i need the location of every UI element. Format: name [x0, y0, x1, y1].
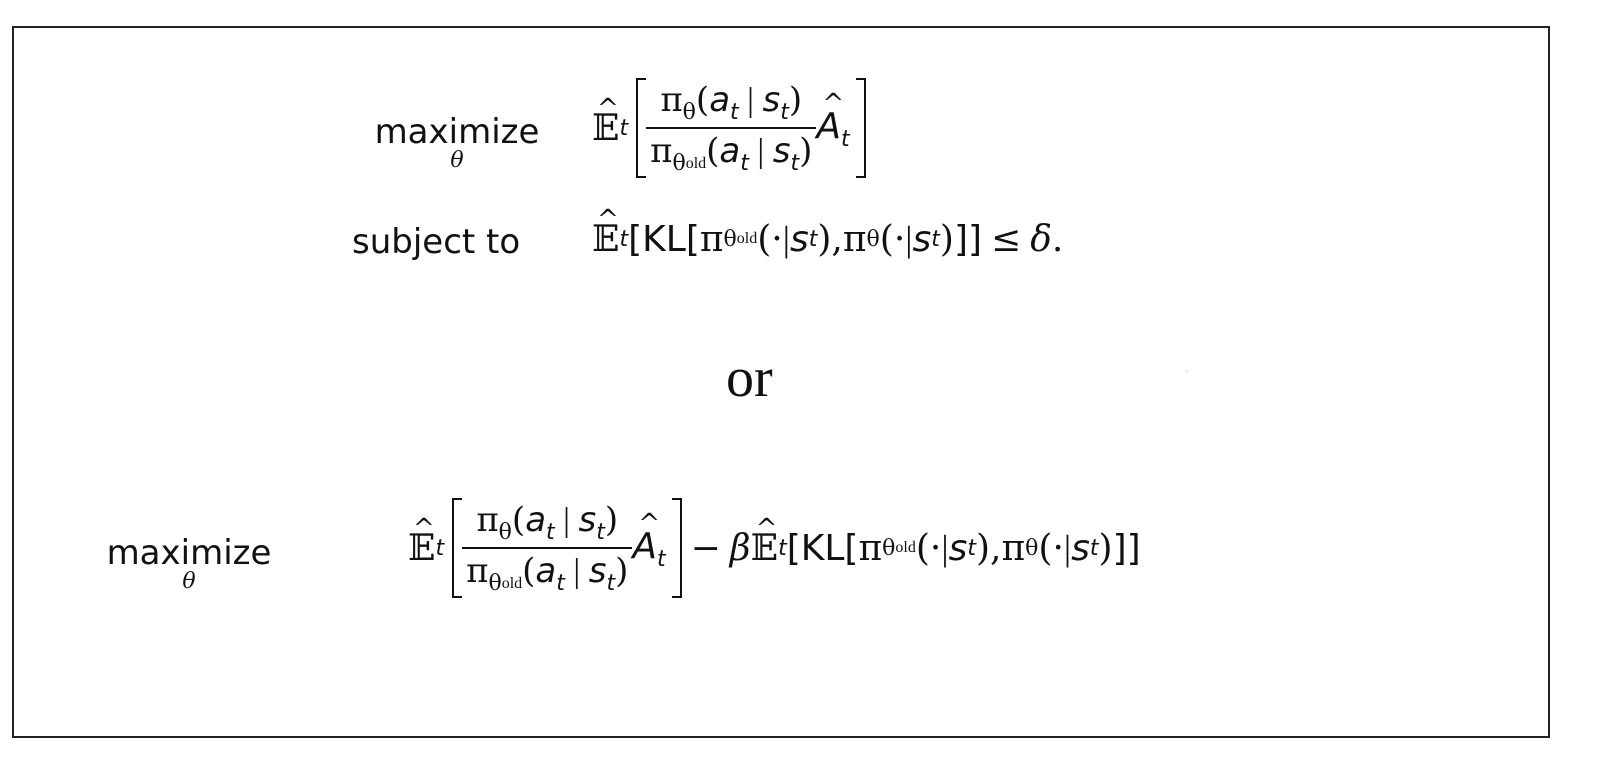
equation-frame — [12, 26, 1550, 738]
or-connector: or — [726, 347, 773, 409]
left-bracket — [452, 498, 463, 598]
fraction-bar — [462, 547, 633, 549]
probability-ratio: πθ(at | st) πθold(at | st) — [646, 80, 817, 176]
maximize-word-1: maximize — [374, 112, 540, 152]
maximize-subscript-1: θ — [450, 148, 464, 173]
probability-ratio: πθ(at | st) πθold(at | st) — [462, 500, 633, 596]
ratio-denominator: πθold(at | st) — [466, 551, 629, 596]
expectation-symbol: 𝔼^ — [592, 204, 620, 260]
maximize-operator-2: maximize θ — [96, 533, 282, 594]
maximize-operator-1: maximize θ — [362, 112, 552, 173]
advantage-term: A^t — [816, 88, 850, 152]
ratio-numerator: πθ(at | st) — [660, 80, 803, 125]
right-bracket — [855, 78, 866, 178]
ratio-denominator: πθold(at | st) — [650, 131, 813, 176]
left-bracket — [636, 78, 647, 178]
maximize-subscript-2: θ — [182, 569, 196, 594]
expectation-symbol: 𝔼^ — [750, 513, 779, 569]
fraction-bar — [646, 127, 817, 129]
expectation-symbol: 𝔼^ — [592, 93, 620, 149]
right-bracket — [671, 498, 682, 598]
minus-sign: − — [690, 527, 721, 569]
expectation-symbol: 𝔼^ — [408, 513, 436, 569]
ratio-numerator: πθ(at | st) — [476, 500, 619, 545]
beta-coefficient: β — [729, 527, 751, 569]
subscript-t: t — [619, 115, 629, 141]
objective-expression-1: 𝔼^t πθ(at | st) πθold(at | st) A^t — [592, 78, 866, 178]
kl-divergence: KL — [800, 527, 845, 569]
subject-to-label: subject to — [352, 222, 521, 262]
maximize-word-2: maximize — [106, 533, 272, 573]
advantage-term: A^t — [632, 508, 666, 572]
kl-divergence: KL — [642, 218, 686, 260]
faint-mark — [1185, 370, 1189, 372]
